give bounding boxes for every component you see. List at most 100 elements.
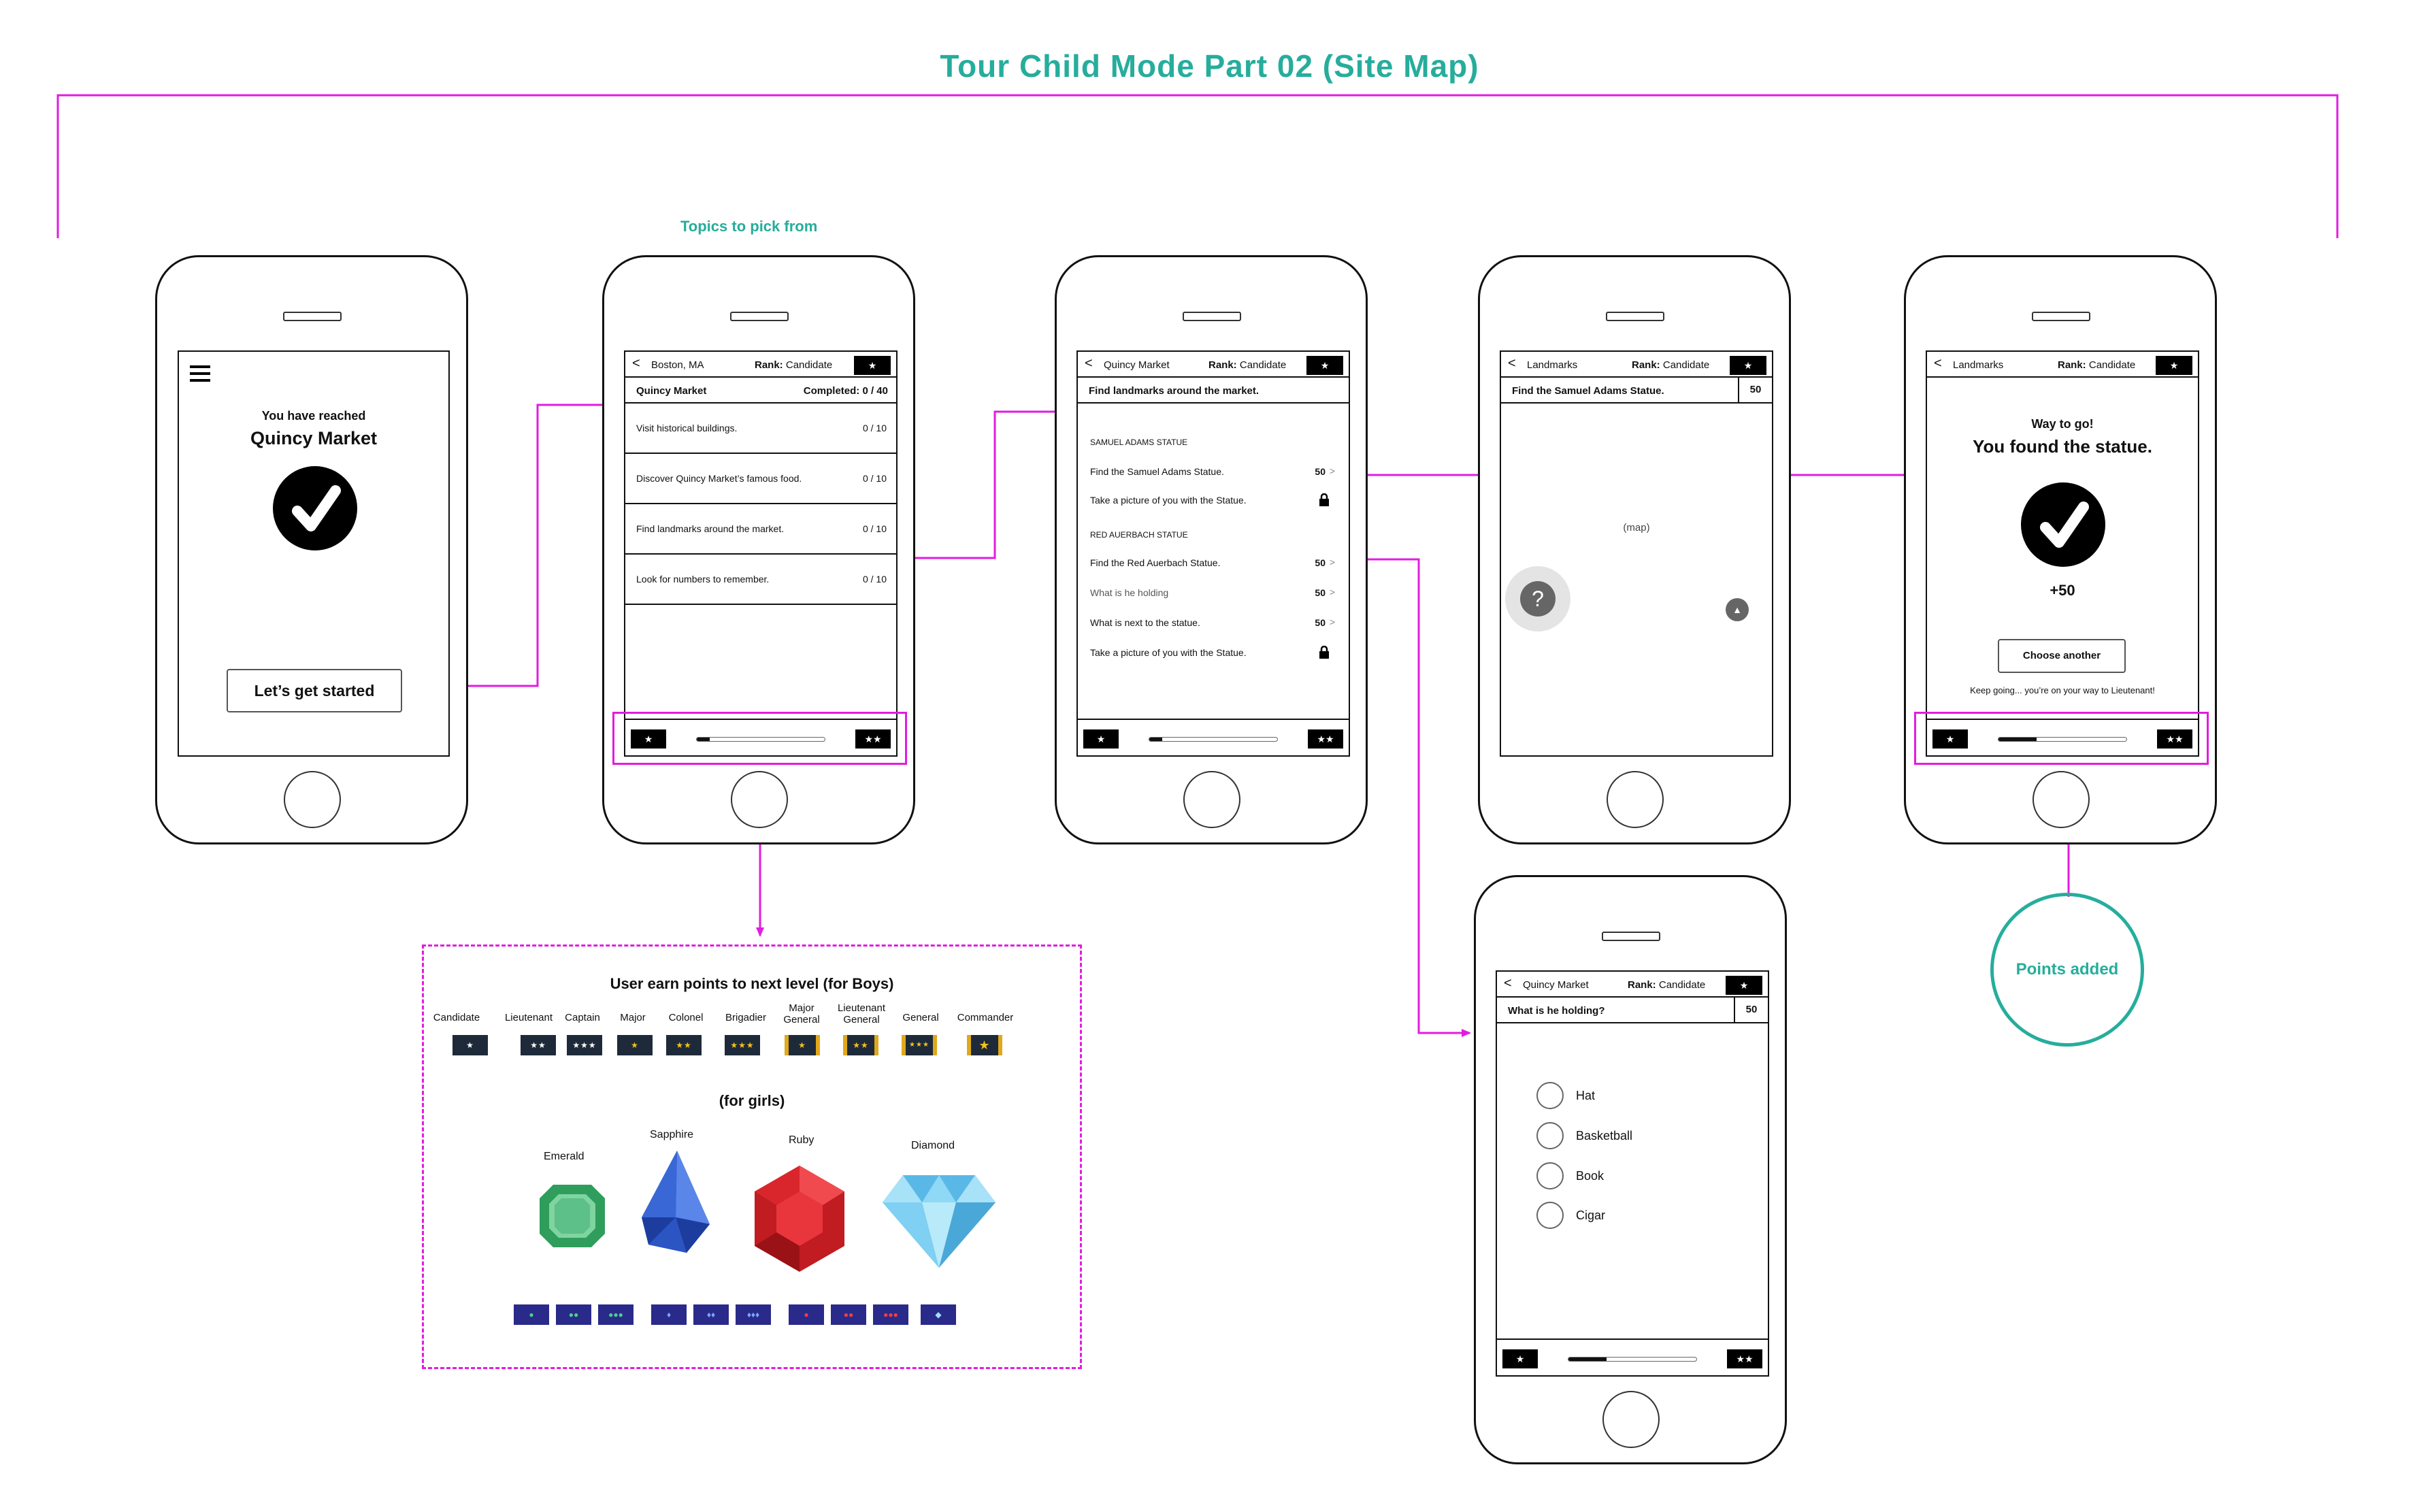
rank-value: Candidate [1658, 979, 1706, 991]
phone-landmarks: < Quincy Market Rank: Candidate ★ Find l… [1055, 255, 1368, 844]
option-label: Basketball [1576, 1129, 1633, 1143]
double-star-icon: ★★ [1308, 729, 1343, 749]
task-label: Take a picture of you with the Statue. [1090, 495, 1247, 506]
rank-badge-icon: ★★ [521, 1035, 556, 1055]
help-button[interactable]: ? [1505, 566, 1570, 631]
star-badge-icon: ★ [854, 356, 891, 375]
found-text: You found the statue. [1973, 436, 2152, 457]
nav-bar: < Landmarks Rank: Candidate ★ [1927, 352, 2198, 378]
get-started-button[interactable]: Let’s get started [227, 669, 402, 712]
topic-row[interactable]: Look for numbers to remember.0 / 10 [625, 555, 896, 605]
task-label: What is next to the statue. [1090, 617, 1200, 628]
ruby-icon [755, 1166, 844, 1272]
sapphire-badge-icon: ♦ [651, 1304, 687, 1325]
task-row: Take a picture of you with the Statue. [1090, 645, 1335, 661]
star-badge-icon: ★ [1726, 976, 1762, 995]
progress-fill [1998, 738, 2037, 741]
back-icon[interactable]: < [1085, 356, 1093, 371]
phone-found: < Landmarks Rank: Candidate ★ Way to go!… [1904, 255, 2217, 844]
highlight-box [612, 712, 907, 765]
landmarks-header: Find landmarks around the market. [1078, 378, 1349, 404]
lock-icon [1319, 645, 1330, 661]
emerald-badge-icon: ● [514, 1304, 549, 1325]
topic-label: Visit historical buildings. [636, 423, 738, 433]
screen-map: < Landmarks Rank: Candidate ★ Find the S… [1500, 350, 1773, 757]
speaker [1602, 932, 1660, 941]
home-button [1183, 771, 1240, 828]
ruby-badge-icon: ● [789, 1304, 824, 1325]
progress-bar [1568, 1357, 1697, 1362]
choose-another-button[interactable]: Choose another [1998, 639, 2126, 673]
rank-name: Captain [565, 1012, 600, 1023]
question-header: What is he holding? 50 [1497, 998, 1768, 1023]
question-points: 50 [1734, 998, 1768, 1022]
screen-reached: You have reached Quincy Market Let’s get… [178, 350, 450, 757]
topic-count: 0 / 10 [862, 473, 887, 484]
nav-bar: < Boston, MA Rank: Candidate ★ [625, 352, 896, 378]
topic-count: 0 / 10 [862, 574, 887, 585]
rank-label: Rank: [1632, 359, 1660, 371]
back-icon[interactable]: < [1504, 976, 1512, 991]
levels-title: User earn points to next level (for Boys… [610, 975, 894, 992]
page-title: Tour Child Mode Part 02 (Site Map) [940, 48, 1479, 84]
topics-header: Quincy Market Completed: 0 / 40 [625, 378, 896, 404]
rank-badge-icon: ★★★ [902, 1035, 937, 1055]
option-label: Book [1576, 1169, 1605, 1183]
progress-bar [696, 737, 825, 742]
reached-text: You have reached [261, 409, 366, 423]
home-button [2033, 771, 2090, 828]
topic-label: Discover Quincy Market’s famous food. [636, 473, 802, 484]
star-icon: ★ [631, 729, 666, 749]
back-icon[interactable]: < [1934, 356, 1942, 371]
progress-bar [1998, 737, 2127, 742]
home-button [1607, 771, 1664, 828]
progress-fill [697, 738, 710, 741]
task-label: Take a picture of you with the Statue. [1090, 647, 1247, 658]
help-icon: ? [1520, 581, 1556, 617]
option-label: Cigar [1576, 1209, 1606, 1222]
location-label: Quincy Market [1523, 979, 1589, 991]
topic-label: Find landmarks around the market. [636, 523, 785, 534]
radio-option-basketball[interactable] [1536, 1122, 1564, 1149]
map-placeholder[interactable]: (map) [1623, 522, 1650, 533]
task-row[interactable]: Find the Samuel Adams Statue.50> [1090, 465, 1335, 477]
levels-panel: User earn points to next level (for Boys… [422, 944, 1082, 1369]
menu-icon[interactable] [190, 365, 210, 383]
task-label: What is he holding [1090, 587, 1169, 598]
topics-note: Topics to pick from [680, 218, 818, 235]
topic-row[interactable]: Discover Quincy Market’s famous food. 0 /… [625, 454, 896, 504]
task-label: Find the Samuel Adams Statue. [1090, 466, 1224, 477]
star-icon: ★ [1083, 729, 1119, 749]
rank-label: Rank: [1208, 359, 1237, 371]
task-points: 50 [1315, 587, 1326, 598]
rank-value: Candidate [785, 359, 833, 371]
rank-label: Rank: [2058, 359, 2086, 371]
double-star-icon: ★★ [2157, 729, 2192, 749]
rank-name: Candidate [433, 1012, 480, 1023]
rank-value: Candidate [1662, 359, 1710, 371]
progress-bar [1149, 737, 1278, 742]
phone-topics: < Boston, MA Rank: Candidate ★ Quincy Ma… [602, 255, 915, 844]
home-button [284, 771, 341, 828]
topic-row[interactable]: Find landmarks around the market.0 / 10 [625, 504, 896, 555]
progress-bar-area: ★ ★★ [625, 719, 896, 755]
radio-option-hat[interactable] [1536, 1082, 1564, 1109]
back-icon[interactable]: < [1508, 356, 1516, 371]
radio-option-cigar[interactable] [1536, 1202, 1564, 1229]
home-button [731, 771, 788, 828]
emerald-icon [540, 1185, 605, 1247]
back-icon[interactable]: < [632, 356, 640, 371]
rank-text: Rank: Candidate [1208, 359, 1286, 371]
topic-row[interactable]: Visit historical buildings. 0 / 10 [625, 404, 896, 454]
task-row[interactable]: What is next to the statue.50> [1090, 617, 1335, 628]
locate-icon[interactable]: ▲ [1726, 598, 1749, 621]
place-name: Quincy Market [250, 428, 378, 448]
radio-option-book[interactable] [1536, 1162, 1564, 1189]
task-row[interactable]: Find the Red Auerbach Statue.50> [1090, 557, 1335, 568]
progress-bar-area: ★ ★★ [1927, 719, 2198, 755]
topic-count: 0 / 10 [862, 423, 887, 433]
progress-bar-area: ★ ★★ [1078, 719, 1349, 755]
gem-name: Sapphire [650, 1129, 694, 1140]
nav-bar: < Quincy Market Rank: Candidate ★ [1078, 352, 1349, 378]
